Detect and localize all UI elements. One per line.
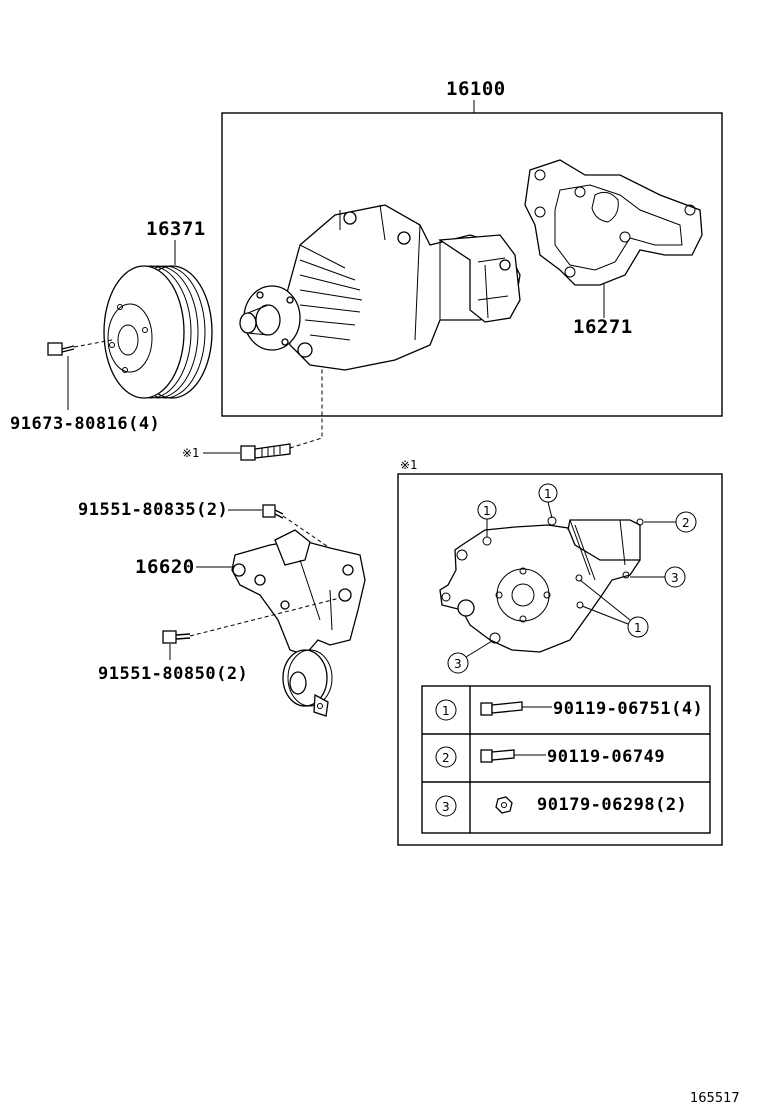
label-16371[interactable]: 16371 bbox=[146, 218, 206, 240]
diagram-id: 165517 bbox=[690, 1091, 740, 1106]
assembly-frame bbox=[221, 112, 723, 417]
fastener-table: 1 90119-06751(4) 2 90119-06749 bbox=[421, 685, 711, 834]
label-91673-80816[interactable]: 91673-80816(4) bbox=[10, 414, 160, 434]
label-16100[interactable]: 16100 bbox=[446, 78, 506, 100]
water-pump-assembly-group: 16100 bbox=[221, 78, 723, 417]
bracket-16620[interactable] bbox=[231, 529, 366, 717]
callout-3a: 3 bbox=[671, 571, 679, 585]
pulley-group: 16371 91673-80816(4) bbox=[10, 218, 213, 434]
ref-mark-left: ※1 bbox=[182, 446, 199, 460]
callout-1a: 1 bbox=[483, 504, 491, 518]
detail-callouts: 1 1 2 3 1 3 bbox=[447, 483, 697, 674]
label-16620[interactable]: 16620 bbox=[135, 556, 195, 578]
bolt-icon bbox=[480, 749, 515, 763]
callout-3b: 3 bbox=[454, 657, 462, 671]
part-90119-06751[interactable]: 90119-06751(4) bbox=[553, 699, 703, 719]
table-row-3: 3 90179-06298(2) bbox=[435, 795, 687, 817]
table-row-1: 1 90119-06751(4) bbox=[435, 699, 703, 721]
row-key-2: 2 bbox=[442, 751, 450, 765]
ref-mark-detail: ※1 bbox=[400, 458, 417, 472]
table-row-2: 2 90119-06749 bbox=[435, 746, 665, 768]
label-91551-80850[interactable]: 91551-80850(2) bbox=[98, 664, 248, 684]
part-90119-06749[interactable]: 90119-06749 bbox=[547, 747, 665, 767]
bracket-group: 91551-80835(2) 16620 bbox=[78, 500, 366, 717]
detail-frame bbox=[397, 473, 723, 846]
row-key-3: 3 bbox=[442, 800, 450, 814]
nut-icon bbox=[495, 796, 513, 814]
callout-1b: 1 bbox=[544, 487, 552, 501]
bolt-icon bbox=[480, 701, 523, 716]
water-pump-body[interactable] bbox=[239, 204, 521, 371]
bracket-bolt-lower[interactable] bbox=[162, 630, 191, 644]
callout-1c: 1 bbox=[634, 621, 642, 635]
gasket-16271[interactable] bbox=[524, 159, 703, 286]
row-key-1: 1 bbox=[442, 704, 450, 718]
pump-housing-rear[interactable] bbox=[439, 516, 644, 653]
ref-bolt-group: ※1 bbox=[182, 368, 323, 461]
part-90179-06298[interactable]: 90179-06298(2) bbox=[537, 795, 687, 815]
label-91551-80835[interactable]: 91551-80835(2) bbox=[78, 500, 228, 520]
pulley-16371[interactable] bbox=[103, 265, 213, 399]
ref-bolt[interactable] bbox=[240, 443, 291, 461]
bracket-bolt-upper[interactable] bbox=[262, 504, 284, 519]
callout-2: 2 bbox=[682, 516, 690, 530]
pulley-bolt[interactable] bbox=[47, 342, 75, 356]
label-16271[interactable]: 16271 bbox=[573, 316, 633, 338]
detail-view: ※1 1 1 bbox=[397, 458, 723, 846]
